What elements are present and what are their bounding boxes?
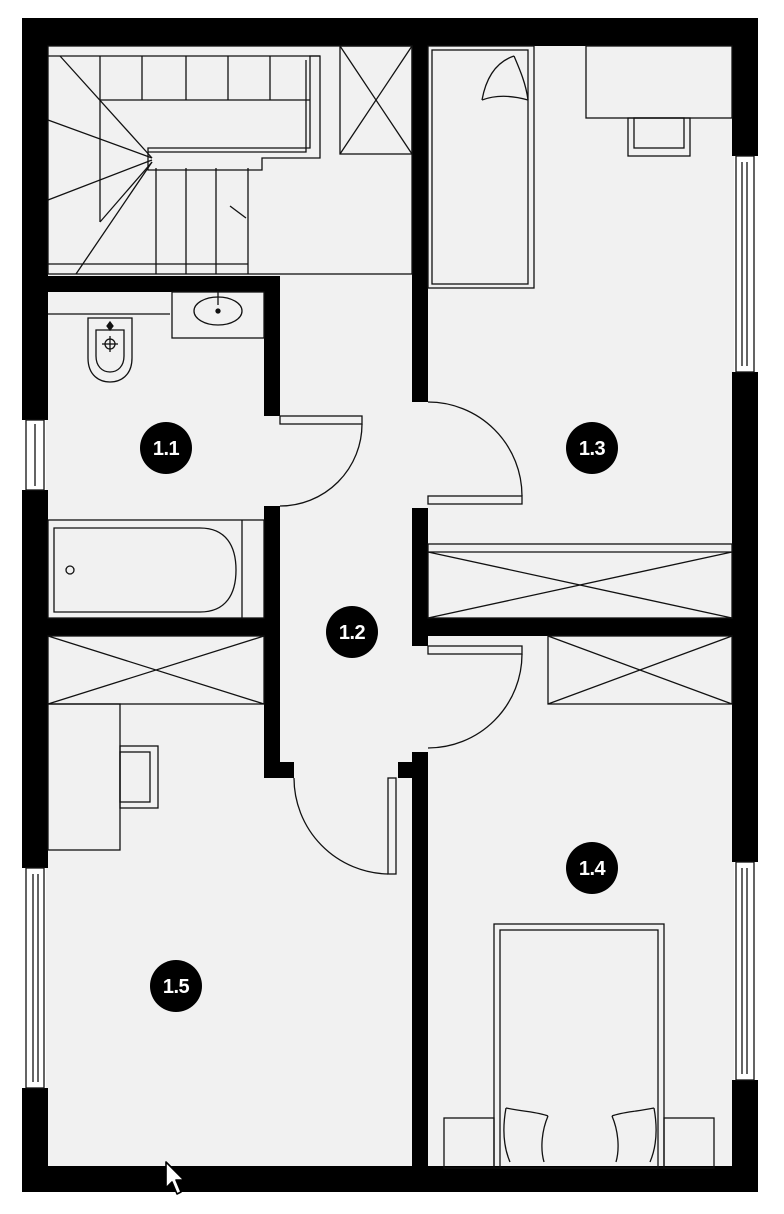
svg-text:1.4: 1.4 [579,858,607,880]
nightstand-icon [443,1117,715,1169]
bed-icon [493,923,665,1169]
bed-icon [427,45,535,289]
room-label-1-1: 1.1 [140,422,192,474]
wardrobe-icon [427,543,733,619]
door-icon [427,401,523,505]
floor-area [46,44,734,1168]
room-label-1-3: 1.3 [566,422,618,474]
cursor-icon [165,1161,185,1195]
room-label-1-4: 1.4 [566,842,618,894]
wardrobe-icon [47,635,265,705]
toilet-icon [48,313,170,383]
chair-icon [119,745,159,809]
room-label-1-5: 1.5 [150,960,202,1012]
bathtub-icon [47,519,265,619]
chair-icon [627,117,691,157]
staircase-icon [47,45,413,275]
svg-text:1.3: 1.3 [579,438,606,460]
door-icon [427,645,523,749]
window-icon [25,155,755,1089]
svg-text:1.2: 1.2 [339,622,366,644]
room-label-1-2: 1.2 [326,606,378,658]
svg-text:1.5: 1.5 [163,976,190,998]
door-icon [279,415,363,507]
door-icon [293,777,397,875]
wardrobe-icon [547,635,733,705]
outer-walls [22,18,758,1192]
svg-text:1.1: 1.1 [153,438,180,460]
sink-icon [171,291,265,339]
inner-walls [22,18,758,1192]
